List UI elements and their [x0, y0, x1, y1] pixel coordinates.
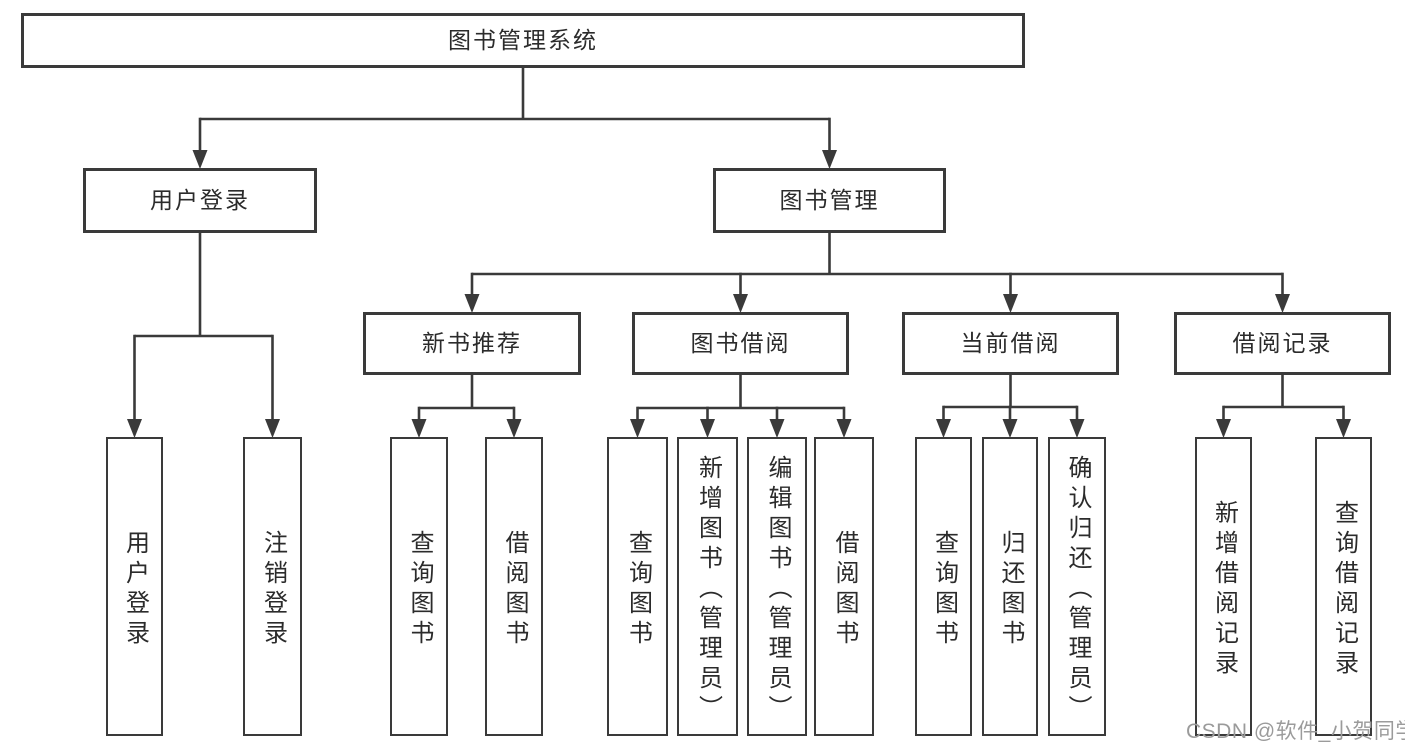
node-label: 注销登录 [259, 529, 287, 650]
node-label: 查询借阅记录 [1330, 499, 1358, 680]
node-label: 用户登录 [121, 529, 149, 650]
node-bb-borrow: 借阅图书 [814, 437, 874, 736]
node-label: 编辑图书（管理员） [764, 454, 791, 725]
node-login: 用户登录 [83, 168, 317, 233]
node-label: 归还图书 [997, 529, 1024, 650]
node-cb-query: 查询图书 [915, 437, 972, 736]
node-root: 图书管理系统 [21, 13, 1025, 68]
node-label: 新增借阅记录 [1210, 499, 1238, 680]
node-label: 确认归还（管理员） [1064, 454, 1091, 725]
node-label: 新增图书（管理员） [694, 454, 722, 725]
node-label: 图书借阅 [690, 330, 791, 356]
node-label: 查询图书 [624, 529, 652, 650]
node-rec-query: 查询借阅记录 [1315, 437, 1372, 736]
node-label: 新书推荐 [422, 330, 522, 356]
node-label: 图书管理 [779, 187, 880, 213]
node-label: 借阅图书 [831, 529, 858, 650]
node-cb-return: 归还图书 [982, 437, 1038, 736]
node-currentborrow: 当前借阅 [902, 312, 1119, 375]
node-cb-confirm: 确认归还（管理员） [1048, 437, 1106, 736]
node-bookmgmt: 图书管理 [713, 168, 946, 233]
node-user-login: 用户登录 [106, 437, 163, 736]
node-borrowrecords: 借阅记录 [1174, 312, 1391, 375]
node-bookborrow: 图书借阅 [632, 312, 849, 375]
node-logout: 注销登录 [243, 437, 302, 736]
node-nb-query: 查询图书 [390, 437, 448, 736]
node-nb-borrow: 借阅图书 [485, 437, 543, 736]
node-label: 用户登录 [150, 187, 250, 213]
node-label: 借阅记录 [1232, 330, 1333, 356]
node-label: 当前借阅 [960, 330, 1061, 356]
watermark-text: CSDN @软件_小贺同学 [1186, 720, 1405, 743]
node-label: 借阅图书 [501, 529, 528, 650]
node-label: 图书管理系统 [448, 27, 598, 53]
node-bb-query: 查询图书 [607, 437, 668, 736]
node-label: 查询图书 [930, 529, 958, 650]
node-bb-add: 新增图书（管理员） [677, 437, 738, 736]
node-bb-edit: 编辑图书（管理员） [747, 437, 807, 736]
node-label: 查询图书 [406, 529, 433, 650]
node-newbook: 新书推荐 [363, 312, 581, 375]
node-rec-add: 新增借阅记录 [1195, 437, 1252, 736]
